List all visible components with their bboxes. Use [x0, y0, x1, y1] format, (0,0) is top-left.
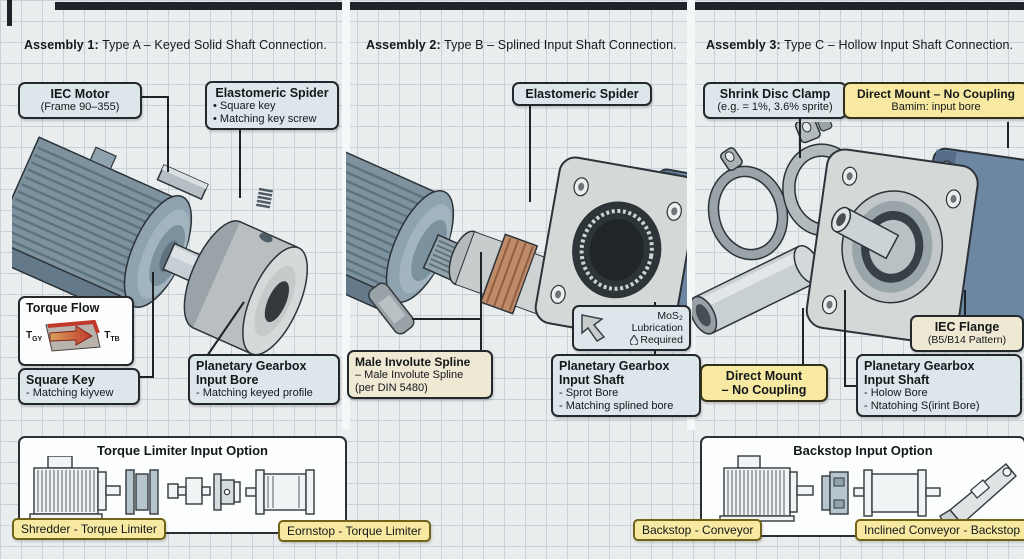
torque-right-label: TTB: [104, 329, 120, 343]
tag-inclined-conveyor-backstop: Inclined Conveyor - Backstop: [855, 519, 1024, 541]
callout-elastomeric-spider-2: Elastomeric Spider: [512, 82, 652, 106]
callout-title: Input Shaft: [559, 373, 625, 387]
callout-planetary-input-shaft-2: Planetary Gearbox Input Shaft - Sprot Bo…: [551, 354, 701, 417]
top-frame-line: [55, 2, 1024, 10]
callout-line: • Square key: [213, 100, 276, 112]
callout-title: Planetary Gearbox: [196, 359, 307, 373]
tag-shredder-torque-limiter: Shredder - Torque Limiter: [12, 518, 166, 540]
callout-subtitle: Bamim: input bore: [891, 101, 981, 113]
assembly3-title-bold: Assembly 3:: [706, 38, 781, 52]
callout-title: IEC Flange: [934, 320, 1000, 334]
callout-title: Input Shaft: [864, 373, 930, 387]
callout-line: - Matching splined bore: [559, 399, 674, 412]
callout-square-key: Square Key - Matching kiyvew: [18, 368, 140, 405]
callout-line: - Ntatohing S(irint Bore): [864, 399, 980, 412]
callout-title: Planetary Gearbox: [559, 359, 670, 373]
callout-line: – Male Involute Spline: [355, 369, 464, 381]
callout-planetary-input-shaft-3: Planetary Gearbox Input Shaft - Holow Bo…: [856, 354, 1022, 417]
torque-flow-graphic: TGY TTB: [26, 319, 126, 353]
callout-title: Square Key: [26, 373, 95, 387]
shrink-clamp-1-drawing: [707, 147, 789, 261]
assembly3-title: Assembly 3: Type C – Hollow Input Shaft …: [706, 38, 1013, 52]
assembly2-title-bold: Assembly 2:: [366, 38, 441, 52]
callout-title: Shrink Disc Clamp: [719, 87, 831, 101]
torque-left-label: TGY: [26, 329, 43, 343]
callout-title: Direct Mount – No Coupling: [857, 87, 1015, 101]
mos2-line: Lubrication: [631, 322, 683, 334]
callout-title: Elastomeric Spider: [215, 86, 329, 100]
mos2-text: MoS₂ Lubrication Required: [612, 310, 683, 346]
callout-line: • Matching key screw: [213, 112, 317, 125]
callout-title: IEC Motor: [50, 87, 110, 101]
set-screw-drawing: [256, 187, 274, 209]
callout-subtitle: (B5/B14 Pattern): [927, 334, 1007, 346]
callout-title: Elastomeric Spider: [525, 87, 639, 101]
callout-line: - Matching keyed profile: [196, 387, 313, 399]
callout-subtitle: (e.g. = 1%, 3.6% sprite): [717, 101, 833, 113]
assembly3-title-rest: Type C – Hollow Input Shaft Connection.: [780, 38, 1014, 52]
callout-torque-flow: Torque Flow TGY TTB: [18, 296, 134, 366]
callout-direct-mount-bottom: Direct Mount – No Coupling: [700, 364, 828, 402]
assembly1-title: Assembly 1: Type A – Keyed Solid Shaft C…: [24, 38, 327, 52]
callout-title: – No Coupling: [721, 383, 807, 397]
grease-arrow-icon: [581, 314, 606, 342]
callout-title: Male Involute Spline: [355, 355, 471, 369]
callout-title: Planetary Gearbox: [864, 359, 975, 373]
callout-line: - Matching kiyvew: [26, 387, 114, 399]
droplet-icon: [629, 333, 639, 346]
callout-mos2-lubrication: MoS₂ Lubrication Required: [572, 305, 691, 351]
torque-arrow-icon: [45, 319, 101, 352]
tag-eornstop-torque-limiter: Eornstop - Torque Limiter: [278, 520, 431, 542]
top-frame-tick: [7, 0, 12, 26]
coupling-hub-drawing: [183, 220, 309, 356]
callout-title: Input Bore: [196, 373, 259, 387]
assembly1-title-bold: Assembly 1:: [24, 38, 99, 52]
mos2-line: Required: [612, 333, 683, 346]
callout-title: Direct Mount: [725, 369, 803, 383]
callout-iec-flange: IEC Flange (B5/B14 Pattern): [910, 315, 1024, 352]
callout-direct-mount-top: Direct Mount – No Coupling Bamim: input …: [843, 82, 1024, 119]
callout-line: - Holow Bore: [864, 387, 928, 399]
assembly2-title-rest: Type B – Splined Input Shaft Connection.: [440, 38, 677, 52]
callout-male-involute-spline: Male Involute Spline – Male Involute Spl…: [347, 350, 493, 399]
callout-line: - Sprot Bore: [559, 387, 619, 399]
callout-iec-motor: IEC Motor (Frame 90–355): [18, 82, 142, 119]
callout-planetary-input-bore: Planetary Gearbox Input Bore - Matching …: [188, 354, 340, 405]
callout-shrink-disc-clamp: Shrink Disc Clamp (e.g. = 1%, 3.6% sprit…: [703, 82, 847, 119]
callout-line: (per DIN 5480): [355, 381, 428, 394]
torque-limiter-component: [125, 469, 159, 515]
tag-backstop-conveyor: Backstop - Conveyor: [633, 519, 763, 541]
callout-elastomeric-spider-1: Elastomeric Spider • Square key • Matchi…: [205, 81, 339, 130]
assembly1-title-rest: Type A – Keyed Solid Shaft Connection.: [98, 38, 327, 52]
assembly2-title: Assembly 2: Type B – Splined Input Shaft…: [366, 38, 677, 52]
callout-title: Torque Flow: [26, 301, 100, 315]
mos2-line: MoS₂: [657, 310, 683, 322]
callout-subtitle: (Frame 90–355): [40, 101, 120, 113]
